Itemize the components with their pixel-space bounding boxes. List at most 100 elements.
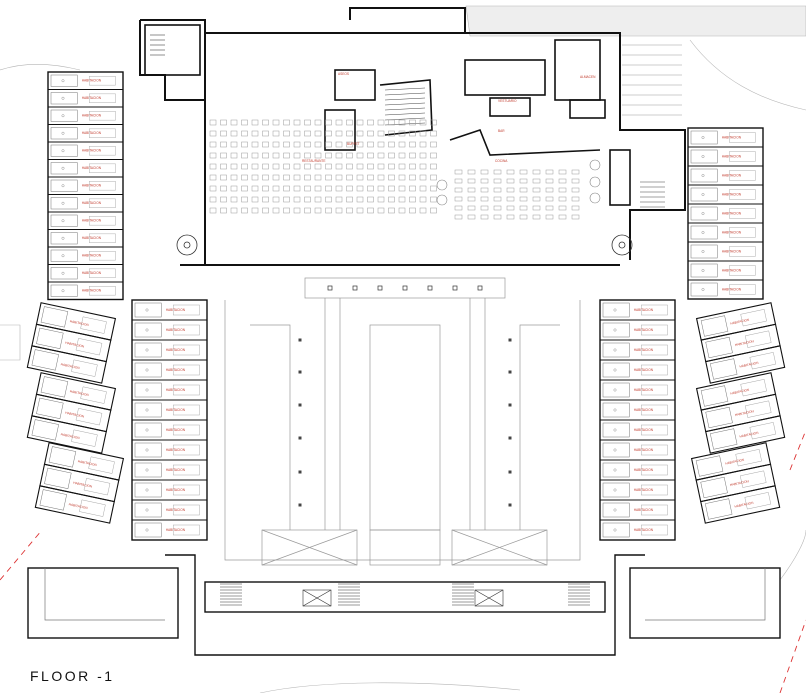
room-label: HABITACION: [166, 328, 186, 332]
ramp-hatch: [622, 44, 682, 116]
table: [346, 152, 353, 159]
room-label: HABITACION: [634, 508, 654, 512]
table: [304, 174, 311, 181]
label-vestuario: VESTUARIO: [498, 99, 517, 103]
table: [220, 196, 227, 203]
table: [220, 185, 227, 192]
table: [367, 152, 374, 159]
table: [519, 169, 528, 175]
table: [314, 163, 322, 170]
room-label: HABITACION: [739, 361, 759, 369]
table: [325, 207, 332, 214]
table: [283, 196, 290, 203]
table: [293, 163, 301, 170]
table: [419, 185, 427, 192]
room-label: HABITACION: [634, 348, 654, 352]
table: [356, 119, 364, 126]
table: [506, 178, 515, 184]
room-label: HABITACION: [634, 388, 654, 392]
table: [304, 207, 311, 214]
table: [262, 141, 269, 148]
table: [220, 130, 227, 137]
table: [209, 163, 217, 170]
table: [430, 119, 437, 126]
table: [293, 141, 301, 148]
room-label: HABITACION: [82, 271, 102, 275]
table: [419, 196, 427, 203]
table: [398, 130, 406, 137]
table: [454, 205, 463, 211]
table: [304, 141, 311, 148]
restaurant-seating: [209, 119, 580, 220]
podium: [27, 554, 781, 656]
table: [367, 207, 374, 214]
table: [493, 178, 502, 184]
room-label: HABITACION: [166, 468, 186, 472]
room-label: HABITACION: [82, 79, 102, 83]
table: [571, 187, 580, 193]
table: [325, 163, 332, 170]
table: [493, 205, 502, 211]
marker: [298, 436, 302, 440]
room-column: HABITACION HABITACION HABITACION HABITACION…: [47, 71, 124, 301]
room-label: HABITACION: [82, 289, 102, 293]
label-almacen: ALMACEN: [580, 75, 596, 79]
marker: [298, 370, 302, 374]
room-label: HABITACION: [82, 114, 102, 118]
table: [377, 185, 385, 192]
table: [367, 196, 374, 203]
table: [293, 152, 301, 159]
table: [346, 207, 353, 214]
table: [209, 185, 217, 192]
table: [283, 185, 290, 192]
table: [220, 163, 227, 170]
site-boundary: [0, 429, 806, 693]
table: [367, 185, 374, 192]
table: [558, 205, 567, 211]
table: [430, 152, 437, 159]
table: [377, 174, 385, 181]
table: [398, 152, 406, 159]
table: [283, 207, 290, 214]
room-label: HABITACION: [722, 249, 742, 253]
table: [314, 185, 322, 192]
table: [356, 152, 364, 159]
table: [480, 169, 489, 175]
table: [409, 141, 416, 148]
table: [230, 207, 238, 214]
site-context: [0, 5, 806, 693]
table: [419, 119, 427, 126]
table: [251, 130, 259, 137]
table: [241, 141, 248, 148]
table: [571, 178, 580, 184]
table: [480, 205, 489, 211]
table: [346, 185, 353, 192]
table: [367, 174, 374, 181]
table: [209, 174, 217, 181]
table: [388, 152, 395, 159]
table: [532, 169, 541, 175]
table: [398, 119, 406, 126]
table: [430, 141, 437, 148]
table: [388, 207, 395, 214]
room-label: HABITACION: [77, 459, 97, 467]
room-label: HABITACION: [166, 368, 186, 372]
table: [304, 119, 311, 126]
table: [493, 196, 502, 202]
room-label: HABITACION: [73, 481, 93, 489]
table: [419, 152, 427, 159]
table: [220, 152, 227, 159]
table: [506, 187, 515, 193]
table: [209, 152, 217, 159]
table: [293, 119, 301, 126]
table: [545, 205, 554, 211]
table: [480, 187, 489, 193]
marker: [508, 403, 512, 407]
room-label: HABITACION: [82, 149, 102, 153]
room-label: HABITACION: [634, 448, 654, 452]
table: [493, 214, 502, 220]
table: [430, 174, 437, 181]
courtyard-markers: [298, 285, 512, 507]
marker: [508, 370, 512, 374]
